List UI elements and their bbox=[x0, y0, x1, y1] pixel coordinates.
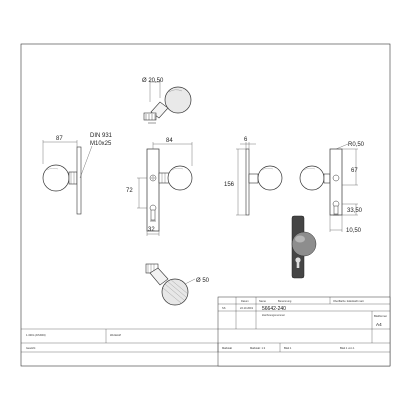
right-front-knob-ball bbox=[299, 165, 325, 191]
tb-footer-r1: Maßstab: 1:2 bbox=[250, 346, 266, 350]
bottom-neck bbox=[149, 267, 169, 286]
render-knob-ball bbox=[291, 231, 317, 257]
drawing-frame bbox=[20, 43, 391, 367]
dim-bottom-diameter: Ø 50 bbox=[196, 278, 210, 284]
dim-din-line1: DIN 931 bbox=[90, 133, 113, 139]
right-knob-ball bbox=[257, 165, 283, 191]
tb-scale-label: Maßstab bbox=[222, 346, 233, 350]
dim-top-diameter: Ø 20,50 bbox=[142, 78, 164, 84]
iso-render-view bbox=[291, 215, 317, 279]
tb-footer-r2: Blatt 1 bbox=[284, 346, 292, 350]
dim-right-67: 67 bbox=[351, 168, 358, 174]
dim-center-bottom: 32 bbox=[148, 227, 155, 233]
bottom-iso-view: Ø 50 bbox=[145, 263, 210, 306]
dim-right-10: 10,50 bbox=[346, 228, 362, 234]
tb-drawing-number: 56642-240 bbox=[262, 306, 286, 312]
dim-center-width: 84 bbox=[166, 138, 173, 144]
left-knob-ball bbox=[42, 164, 70, 192]
dim-right-thickness: 6 bbox=[244, 137, 248, 143]
tb-col-date: Datum bbox=[241, 299, 249, 303]
title-block: Datum Name Benennung Oberfläche: Edelsta… bbox=[21, 296, 391, 367]
tb-footer-r3: Blatt 1 von 1 bbox=[340, 346, 355, 350]
tb-header-right: Oberfläche: Edelstahl matt bbox=[333, 299, 364, 303]
tb-col-name: Name bbox=[259, 299, 266, 303]
top-iso-view: Ø 20,50 bbox=[142, 78, 192, 124]
dim-center-height: 72 bbox=[126, 188, 133, 194]
tb-material-label: Werkstoff bbox=[110, 333, 121, 337]
center-knob-ball bbox=[167, 165, 193, 191]
right-front-view: R0,50 67 33,50 10,50 bbox=[299, 142, 365, 234]
tb-format: A4 bbox=[376, 322, 382, 327]
tb-row-date: 22.10.2019 bbox=[240, 306, 254, 310]
right-plate-edge bbox=[245, 148, 250, 216]
tb-col-label: Benennung bbox=[278, 299, 292, 303]
tb-footer-mid: Gewicht bbox=[26, 346, 36, 350]
dim-din-line2: M10x25 bbox=[90, 141, 112, 147]
dim-right-33: 33,50 bbox=[347, 208, 363, 214]
right-side-view: 156 6 bbox=[224, 137, 283, 216]
left-plate-edge bbox=[76, 146, 82, 215]
dim-right-height: 156 bbox=[224, 182, 235, 188]
dim-left-width: 87 bbox=[56, 136, 63, 142]
tb-drawing-number-label: Zeichnungsnummer bbox=[262, 313, 285, 317]
center-front-view: 84 72 32 bbox=[126, 138, 193, 236]
left-side-view: 87 DIN 931 M10x25 bbox=[42, 133, 113, 215]
dim-right-radius: R0,50 bbox=[348, 142, 365, 148]
bottom-knob-ball bbox=[161, 278, 189, 306]
top-knob-ball bbox=[164, 86, 192, 114]
tb-row-name: SS bbox=[222, 306, 226, 310]
left-neck bbox=[68, 171, 78, 185]
tb-format-label: Blattformat bbox=[374, 314, 387, 318]
tb-footer-left: 1.4301 (AISI304) bbox=[26, 333, 46, 337]
